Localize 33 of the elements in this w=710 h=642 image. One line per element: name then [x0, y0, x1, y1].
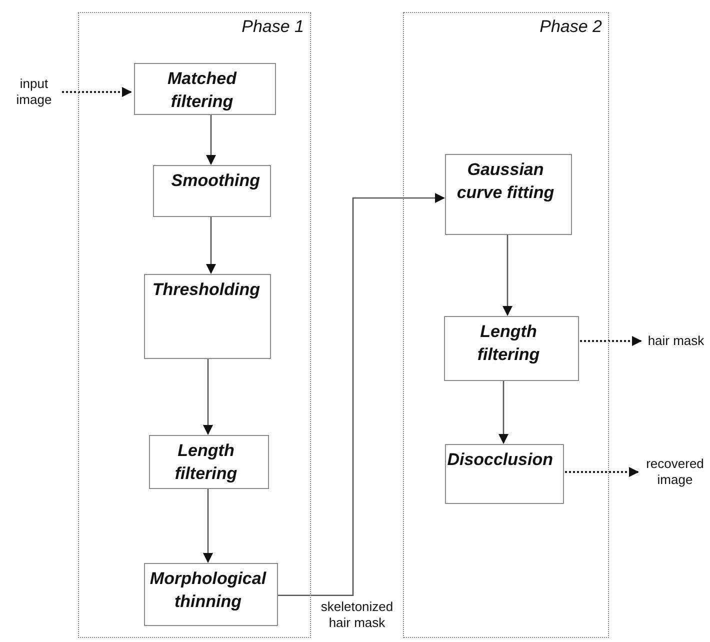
process-box [144, 563, 278, 626]
dotted-arrow [565, 467, 639, 477]
arrow [206, 114, 216, 165]
arrow [502, 234, 512, 316]
arrow [277, 193, 445, 596]
io-label: input image [15, 76, 53, 108]
process-box [444, 316, 579, 381]
dotted-arrow [580, 336, 642, 346]
arrow [203, 358, 213, 435]
process-box [445, 154, 572, 235]
process-box [134, 63, 276, 115]
process-box [153, 165, 271, 217]
step-label: Morphological thinning [148, 568, 268, 613]
phase-title: Phase 2 [540, 17, 602, 37]
phase-title: Phase 1 [242, 17, 304, 37]
phase-panel [78, 12, 311, 638]
step-label: Smoothing [170, 170, 261, 192]
process-box [149, 435, 269, 489]
dotted-arrow [62, 87, 132, 97]
arrow [203, 488, 213, 563]
step-label: Thresholding [151, 279, 261, 301]
process-box [445, 444, 564, 504]
arrow [206, 216, 216, 274]
io-label: recovered image [645, 456, 705, 488]
step-label: Length filtering [174, 440, 238, 485]
arrow [498, 380, 508, 444]
step-label: Disocclusion [446, 449, 554, 471]
io-label: hair mask [648, 333, 704, 349]
process-box [144, 274, 271, 359]
step-label: Length filtering [476, 321, 541, 366]
phase-panel [403, 12, 609, 638]
step-label: Gaussian curve fitting [456, 159, 556, 204]
step-label: Matched filtering [166, 68, 238, 113]
